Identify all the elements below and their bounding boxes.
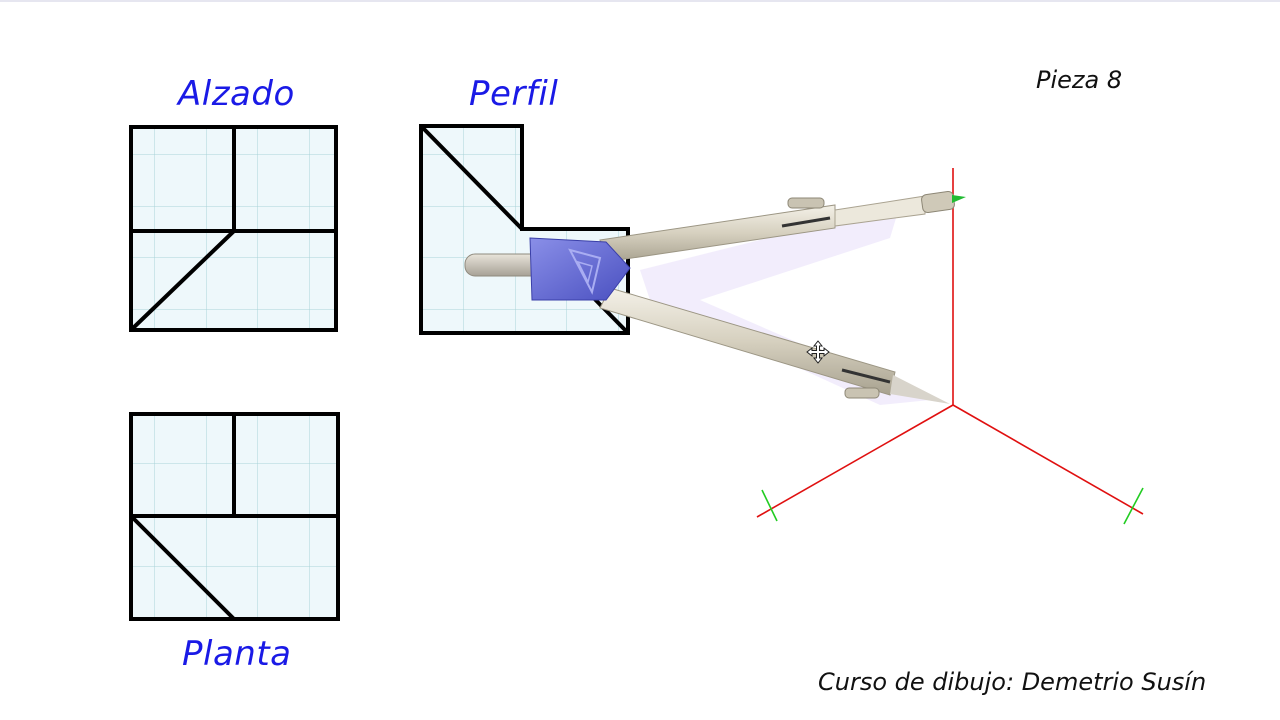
perfil-title: Perfil [469, 74, 559, 114]
top-rule [0, 0, 1280, 2]
tick-mark-right [1123, 487, 1144, 525]
credit-text: Curso de dibujo: Demetrio Susín [818, 668, 1207, 696]
move-cursor-icon [806, 340, 830, 364]
piece-label: Pieza 8 [1036, 66, 1123, 94]
planta-view [129, 412, 340, 621]
compass-icon [464, 191, 966, 405]
alzado-title: Alzado [178, 74, 295, 114]
alzado-view [129, 125, 338, 332]
tick-mark-left [761, 489, 778, 522]
planta-title: Planta [182, 634, 292, 674]
perfil-view [419, 124, 630, 335]
